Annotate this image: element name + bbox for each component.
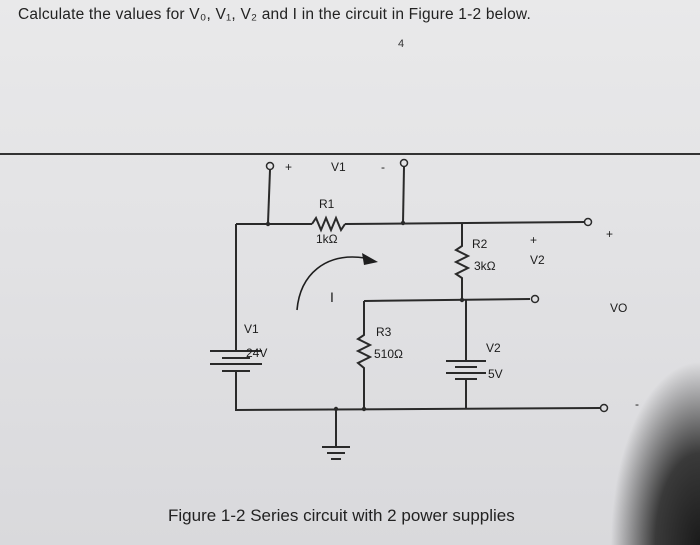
current-label: I: [330, 289, 334, 305]
v2-measure-label: V2: [530, 253, 545, 267]
r2-name: R2: [472, 237, 488, 251]
source-v1-value: 24V: [246, 346, 267, 360]
vo-plus-sign: +: [606, 227, 613, 241]
junction-dot: [265, 221, 271, 227]
vo-minus-sign: -: [635, 397, 639, 411]
r2-resistor: [453, 223, 471, 298]
v1-minus-terminal: [399, 158, 409, 168]
r3-name: R3: [376, 325, 392, 339]
r1-value: 1kΩ: [316, 232, 338, 246]
question-text: Calculate the values for V₀, V₁, V₂ and …: [18, 6, 531, 23]
r1-name: R1: [319, 197, 335, 211]
r2-value: 3kΩ: [474, 259, 496, 273]
source-v2-value: 5V: [488, 367, 503, 381]
v1-plus-terminal: [265, 161, 275, 171]
ground-icon: [322, 446, 350, 460]
source-v1-name: V1: [244, 322, 259, 336]
v1-minus-sign: -: [381, 160, 385, 174]
current-arrow-head: [362, 253, 378, 265]
page-number: 4: [398, 38, 405, 50]
vo-minus-terminal: [599, 403, 609, 413]
wire-bottom: [235, 372, 601, 412]
figure-caption: Figure 1-2 Series circuit with 2 power s…: [168, 506, 515, 525]
junction-dot: [361, 406, 367, 412]
r3-value: 510Ω: [374, 347, 403, 361]
v1-meter-label: V1: [331, 160, 346, 174]
v1-minus-lead: [402, 166, 405, 224]
v2-minus-terminal: [530, 294, 540, 304]
wire-middle-node: [363, 298, 531, 302]
source-v2-name: V2: [486, 341, 501, 355]
v1-plus-lead: [267, 169, 271, 224]
v2-plus-sign: +: [530, 233, 537, 247]
vo-plus-terminal: [583, 217, 593, 227]
junction-dot: [459, 297, 465, 303]
current-arrow: [296, 256, 366, 311]
v1-plus-sign: +: [285, 160, 292, 174]
wire-top-right: [344, 221, 585, 225]
photo-shadow: [610, 360, 700, 545]
r3-resistor: [355, 301, 373, 409]
r1-resistor: [311, 215, 346, 233]
vo-label: VO: [610, 301, 627, 315]
junction-dot: [400, 220, 406, 226]
page-divider: [0, 153, 700, 155]
